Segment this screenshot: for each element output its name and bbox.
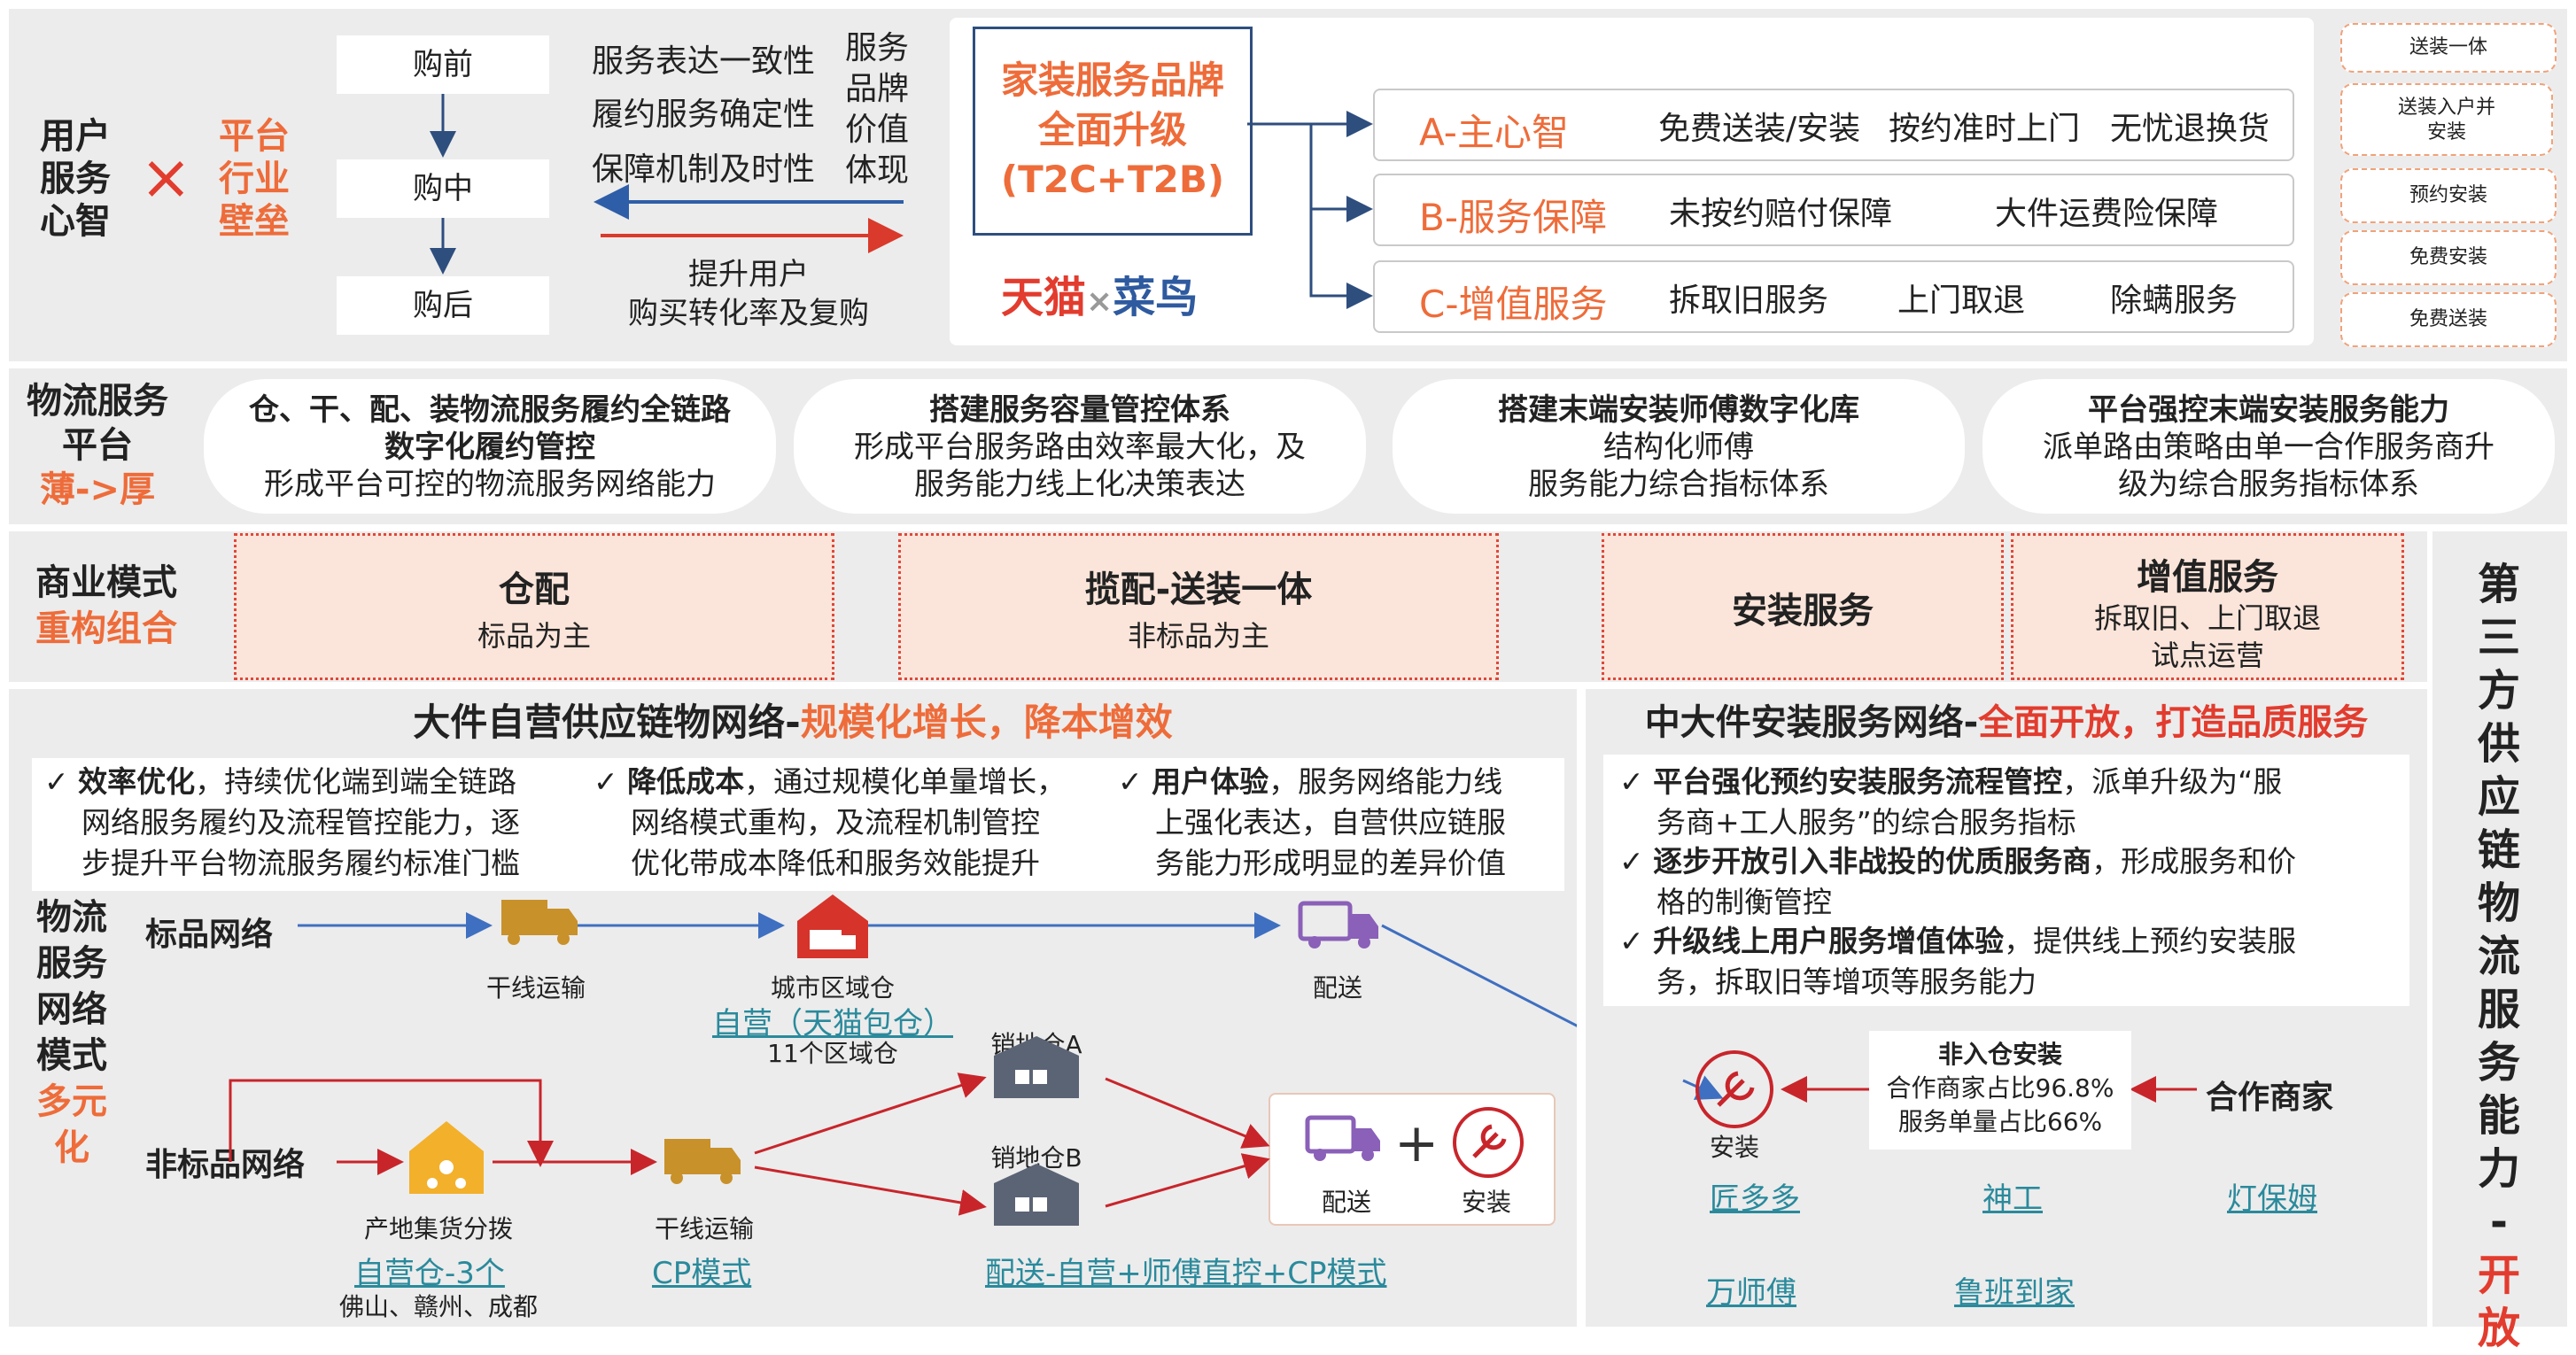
badge-home-install: 送装入户并安装 [2340,83,2553,156]
branch-c [1309,124,1373,309]
stage-after: 购后 [337,276,549,335]
feature-open-providers: ✓ 逐步开放引入非战投的优质服务商，形成服务和价 格的制衡管控 [1619,844,2297,919]
badge-appointment: 预约安装 [2340,168,2557,223]
origin-caption: 产地集货分拨 [363,1214,513,1243]
pill-installer-db: 搭建末端安装师傅数字化库 结构化师傅 服务能力综合指标体系 [1393,379,1965,514]
partner-link-shengong[interactable]: 神工 [1982,1181,2043,1217]
badge-delivery-install: 送装一体 [2340,23,2557,73]
stage-before: 购前 [337,35,549,94]
wh-link[interactable]: 配送-自营+师傅直控+CP模式 [985,1256,1387,1291]
platform-barrier-label: 平台行业壁垒 [219,116,290,242]
truck1-caption: 干线运输 [485,973,586,1003]
badge-free-install: 免费安装 [2340,230,2557,285]
origin-hub-icon [409,1121,484,1194]
tmall-cainiao: 天猫×菜鸟 [1001,273,1199,322]
badge-free-delivery: 免费送装 [2340,292,2557,347]
delivery1-icon [1298,901,1378,948]
install2-caption: 安装 [1461,1188,1511,1217]
partner-link-dengbaomu[interactable]: 灯保姆 [2227,1181,2317,1217]
self-network-title: 大件自营供应链物网络-规模化增长，降本增效 [413,701,1173,744]
row-service-guarantee: B-服务保障 未按约赔付保障 大件运费险保障 [1373,174,2294,246]
origin-cities: 佛山、赣州、成都 [338,1292,538,1321]
deliver2-caption: 配送 [1321,1188,1371,1217]
city-wh-caption: 城市区域仓 [770,973,895,1003]
user-mind-label: 用户服务心智 [40,116,111,242]
warehouse-b-icon [994,1164,1079,1226]
truck2-link[interactable]: CP模式 [652,1256,752,1291]
box-value-added: 增值服务 拆取旧、上门取退 试点运营 [2011,533,2404,680]
feature-online-experience: ✓ 升级线上用户服务增值体验，提供线上预约安装服 务，拆取旧等增项等服务能力 [1619,924,2297,999]
box-install-service: 安装服务 [1602,533,2004,680]
pill-digital-chain: 仓、干、配、装物流服务履约全链路 数字化履约管控 形成平台可控的物流服务网络能力 [204,379,776,514]
feature-user-experience: ✓ 用户体验，服务网络能力线 上强化表达，自营供应链服 务能力形成明显的差异价值 [1118,764,1506,880]
feature-cost: ✓ 降低成本，通过规模化单量增长， 网络模式重构，及流程机制管控 优化带成本降低… [594,764,1067,880]
self-network-features [32,758,1564,891]
feature-certainty: 履约服务确定性 [592,97,816,133]
third-party-capability-label: 第三方 供应链 物流服 务能力 - 开放 [2477,560,2520,1353]
non-warehouse-stats: 非入仓安装 合作商家占比96.8% 服务单量占比66% [1869,1031,2131,1150]
partner-link-lubandaojia[interactable]: 鲁班到家 [1954,1275,2075,1311]
install-icon [1695,1050,1773,1128]
network-diagram [229,894,1577,1226]
branch-b [1309,124,1373,222]
install2-icon [1453,1107,1524,1178]
deliver1-caption: 配送 [1312,973,1362,1003]
conversion-note: 提升用户购买转化率及复购 [628,257,869,331]
delivery2-icon [1305,1115,1380,1161]
times-symbol: × [140,141,192,213]
logistics-platform-label: 物流服务平台 薄->厚 [27,381,168,510]
row-value-added: C-增值服务 拆取旧服务 上门取退 除螨服务 [1373,260,2294,333]
install-network-title: 中大件安装服务网络-全面开放，打造品质服务 [1644,702,2369,743]
vertical-band [2432,531,2567,1327]
city-wh-count: 11个区域仓 [767,1039,898,1068]
partner-link-jiangduoduo[interactable]: 匠多多 [1710,1181,1800,1217]
nonstandard-network-label: 非标品网络 [145,1147,306,1183]
brand-box: 家装服务品牌 全面升级 (T2C+T2B) [973,27,1253,236]
pill-capacity: 搭建服务容量管控体系 形成平台服务路由效率最大化，及 服务能力线上化决策表达 [794,379,1366,514]
install-caption: 安装 [1709,1133,1759,1162]
feature-appointment-control: ✓ 平台强化预约安装服务流程管控，派单升级为“服 务商+工人服务”的综合服务指标 [1619,764,2283,840]
install-network-diagram [1682,1050,2197,1128]
truck2-icon [664,1139,741,1184]
value-label: 服务品牌价值体现 [844,30,909,189]
plus-sign: + [1394,1112,1439,1174]
stage-during: 购中 [337,159,549,218]
install-network-features [1603,755,2409,1006]
feature-efficiency: ✓ 效率优化，持续优化端到端全链路 网络服务履约及流程管控能力，逐 步提升平台物… [44,764,520,880]
city-warehouse-icon [797,894,868,958]
box-warehouse-delivery: 仓配标品为主 [234,533,834,680]
warehouse-a-icon [994,1036,1079,1098]
section1-connectors [430,94,1373,309]
origin-link[interactable]: 自营仓-3个 [354,1256,505,1291]
partner-merchants-label: 合作商家 [2206,1080,2334,1116]
network-mode-label: 物流服务 网络模式 多元化 [36,897,107,1168]
pill-install-control: 平台强控末端安装服务能力 派单路由策略由单一合作服务商升 级为综合服务指标体系 [1982,379,2555,514]
feature-timeliness: 保障机制及时性 [592,151,816,188]
business-model-label: 商业模式 重构组合 [35,562,177,649]
feature-consistency: 服务表达一致性 [592,43,816,80]
standard-network-label: 标品网络 [145,917,274,953]
truck1-icon [501,900,578,945]
row-main-mind: A-主心智 免费送装/安装 按约准时上门 无忧退换货 [1373,89,2294,161]
partner-link-wanshifu[interactable]: 万师傅 [1706,1275,1796,1311]
box-pickup-delivery-install: 揽配-送装一体非标品为主 [898,533,1499,680]
city-wh-link[interactable]: 自营（天猫包仓） [712,1006,953,1041]
truck2-caption: 干线运输 [654,1214,754,1243]
